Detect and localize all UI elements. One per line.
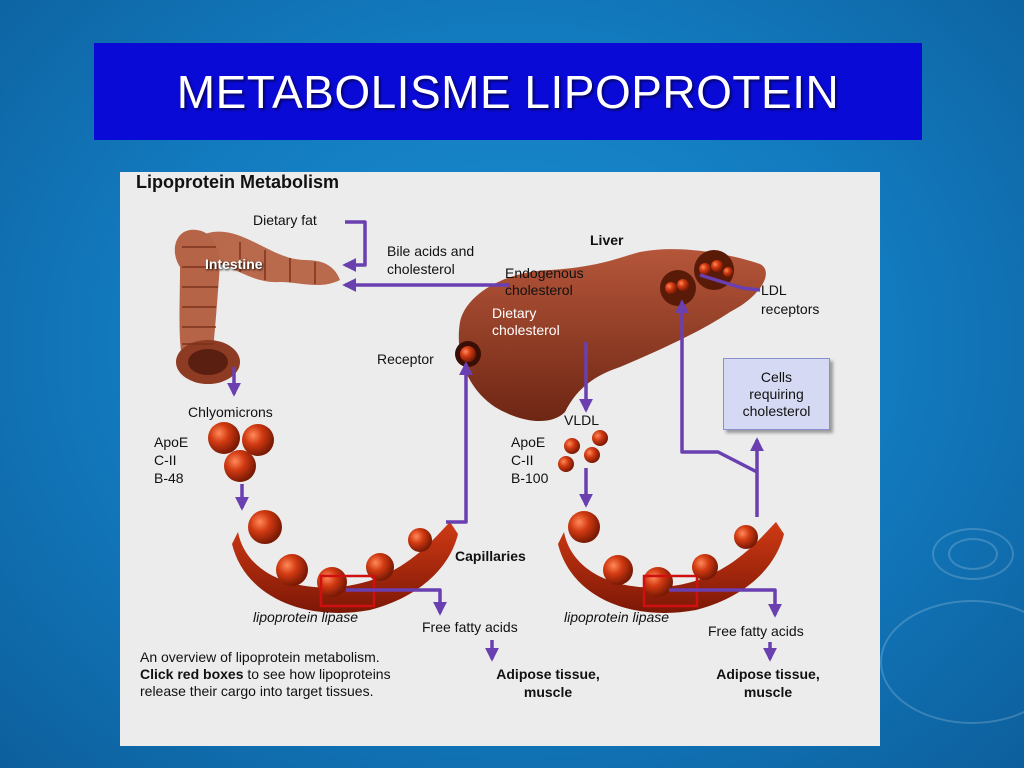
label-apo-right-3: B-100 (511, 470, 549, 486)
label-apo-left-1: ApoE (154, 434, 189, 450)
label-lipase-right: lipoprotein lipase (564, 609, 670, 625)
label-bile-acids: Bile acids and (387, 243, 475, 259)
slide-title: METABOLISME LIPOPROTEIN (176, 65, 840, 118)
label-adipose-right: Adipose tissue, (716, 666, 820, 682)
label-chylomicrons: Chlyomicrons (188, 404, 273, 420)
liver-illustration (455, 249, 766, 422)
caption-line-2: Click red boxes to see how lipoproteins (140, 666, 391, 683)
label-apo-left-3: B-48 (154, 470, 184, 486)
capillary-right (558, 511, 784, 613)
label-dietary-cholesterol: cholesterol (492, 322, 560, 338)
label-dietary: Dietary (492, 305, 537, 321)
cells-requiring-cholesterol-box: Cells requiring cholesterol (723, 358, 830, 430)
capillary-left (232, 510, 458, 613)
label-ldl: LDL (761, 282, 787, 298)
slide-title-box: METABOLISME LIPOPROTEIN (94, 43, 922, 140)
label-ffa-left: Free fatty acids (422, 619, 518, 635)
label-intestine: Intestine (205, 256, 263, 272)
label-apo-right-2: C-II (511, 452, 534, 468)
lipoprotein-diagram: Lipoprotein Metabolism Dietary fat Intes… (120, 172, 880, 746)
vldl-particles (558, 430, 608, 472)
label-cells-cholesterol: cholesterol (742, 402, 811, 419)
label-endogenous-cholesterol: cholesterol (505, 282, 573, 298)
label-apo-right-1: ApoE (511, 434, 546, 450)
label-muscle-right: muscle (743, 684, 793, 700)
label-muscle-left: muscle (523, 684, 573, 700)
pathway-arrows (227, 220, 782, 662)
intestine-illustration (174, 229, 340, 384)
label-apo-left-2: C-II (154, 452, 177, 468)
label-cells-requiring: requiring (749, 385, 804, 402)
label-liver: Liver (590, 232, 624, 248)
label-adipose-left: Adipose tissue, (496, 666, 600, 682)
chylomicron-particles (208, 422, 274, 482)
caption-line-2-rest: to see how lipoproteins (243, 666, 391, 682)
caption-click-red-boxes: Click red boxes (140, 666, 244, 682)
caption-line-3: release their cargo into target tissues. (140, 683, 374, 699)
label-lipase-left: lipoprotein lipase (253, 609, 359, 625)
diagram-heading: Lipoprotein Metabolism (136, 172, 340, 192)
label-receptor: Receptor (377, 351, 434, 367)
label-endogenous: Endogenous (505, 265, 584, 281)
diagram-graphics (174, 220, 784, 662)
background-ripple (880, 600, 1024, 724)
label-ffa-right: Free fatty acids (708, 623, 804, 639)
label-vldl: VLDL (564, 412, 600, 428)
label-capillaries: Capillaries (455, 548, 526, 564)
caption-line-1: An overview of lipoprotein metabolism. (140, 649, 380, 665)
label-cells: Cells (760, 368, 793, 385)
label-bile-cholesterol: cholesterol (387, 261, 455, 277)
label-ldl-receptors: receptors (761, 301, 820, 317)
label-dietary-fat: Dietary fat (253, 212, 317, 228)
background-ripple (932, 528, 1014, 580)
